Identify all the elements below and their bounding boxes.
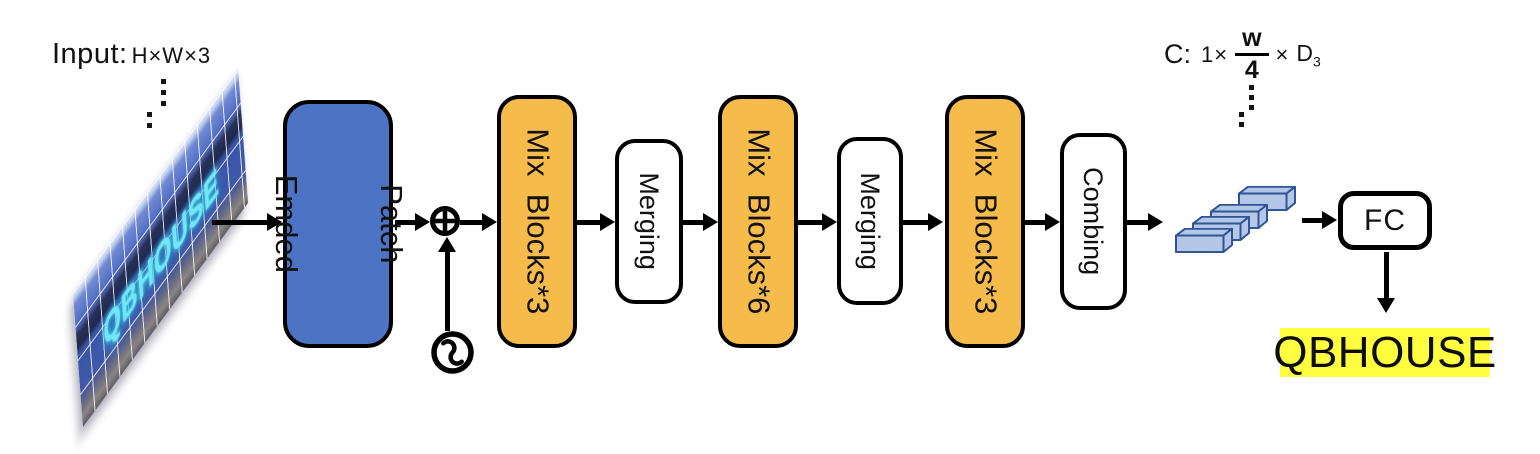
mix-blocks-1-label: Mix Blocks*3 bbox=[520, 128, 556, 315]
dot bbox=[1249, 95, 1254, 100]
mix-blocks-3-label: Mix Blocks*3 bbox=[968, 128, 1004, 315]
input-title: Input: bbox=[52, 38, 128, 70]
dot bbox=[161, 101, 166, 106]
arrow-merging1-to-mix2 bbox=[683, 219, 703, 225]
c-depth-base: D bbox=[1296, 39, 1314, 66]
output-highlight: QBHOUSE bbox=[1273, 328, 1496, 377]
arrow-features-to-fc bbox=[1302, 217, 1322, 223]
arrow-combing-to-features bbox=[1127, 219, 1148, 225]
input-label: Input:H×W×3 bbox=[52, 38, 211, 71]
arrow-photo-to-patch bbox=[212, 219, 267, 225]
arrow-patch-to-add bbox=[395, 219, 415, 225]
c-depth-term: D3 bbox=[1296, 40, 1320, 70]
mix-blocks-2-label: Mix Blocks*6 bbox=[741, 128, 777, 315]
sine-wave-circle-icon bbox=[431, 331, 474, 374]
combing-block: Combing bbox=[1060, 133, 1127, 310]
dot bbox=[1249, 85, 1254, 90]
output-text: QBHOUSE bbox=[1273, 327, 1497, 377]
c-fraction-numerator: w bbox=[1235, 26, 1269, 56]
dot bbox=[147, 123, 152, 128]
arrow-fc-to-output bbox=[1383, 252, 1389, 298]
merging-2-label: Merging bbox=[855, 172, 886, 270]
mix-blocks-2: Mix Blocks*6 bbox=[718, 95, 798, 348]
arrow-mix2-to-merging2 bbox=[798, 219, 822, 225]
arrow-add-to-mix1 bbox=[460, 219, 482, 225]
dot bbox=[1239, 112, 1244, 117]
c-times: × bbox=[1275, 41, 1290, 67]
dot bbox=[1239, 122, 1244, 127]
dot bbox=[161, 90, 166, 95]
merging-1: Merging bbox=[615, 139, 683, 304]
c-fraction: w 4 bbox=[1235, 26, 1269, 84]
arrow-mix3-to-combing bbox=[1025, 219, 1045, 225]
arrow-merging2-to-mix3 bbox=[903, 219, 928, 225]
dot bbox=[1249, 105, 1254, 110]
dot bbox=[161, 79, 166, 84]
dot bbox=[147, 112, 152, 117]
c-prefix: C: bbox=[1164, 39, 1191, 69]
merging-2: Merging bbox=[837, 137, 903, 305]
arrow-posenc-to-add bbox=[444, 252, 450, 331]
plus-circle-icon bbox=[430, 206, 460, 236]
mix-blocks-3: Mix Blocks*3 bbox=[945, 95, 1025, 348]
mix-blocks-1: Mix Blocks*3 bbox=[497, 95, 577, 348]
c-depth-sub: 3 bbox=[1313, 53, 1321, 70]
feature-slab-3d bbox=[1175, 228, 1233, 253]
merging-1-label: Merging bbox=[634, 172, 665, 271]
fc-label: FC bbox=[1364, 203, 1406, 237]
arrow-mix1-to-merging1 bbox=[577, 219, 600, 225]
patch-embed-block: Patch Emded bbox=[269, 100, 408, 348]
combing-label: Combing bbox=[1078, 167, 1109, 276]
fc-block: FC bbox=[1338, 191, 1432, 250]
feature-dims-label: C: 1× w 4 × D3 bbox=[1164, 26, 1321, 83]
input-dims: H×W×3 bbox=[131, 43, 212, 68]
c-fraction-denominator: 4 bbox=[1244, 56, 1259, 84]
c-term1: 1× bbox=[1201, 41, 1229, 67]
